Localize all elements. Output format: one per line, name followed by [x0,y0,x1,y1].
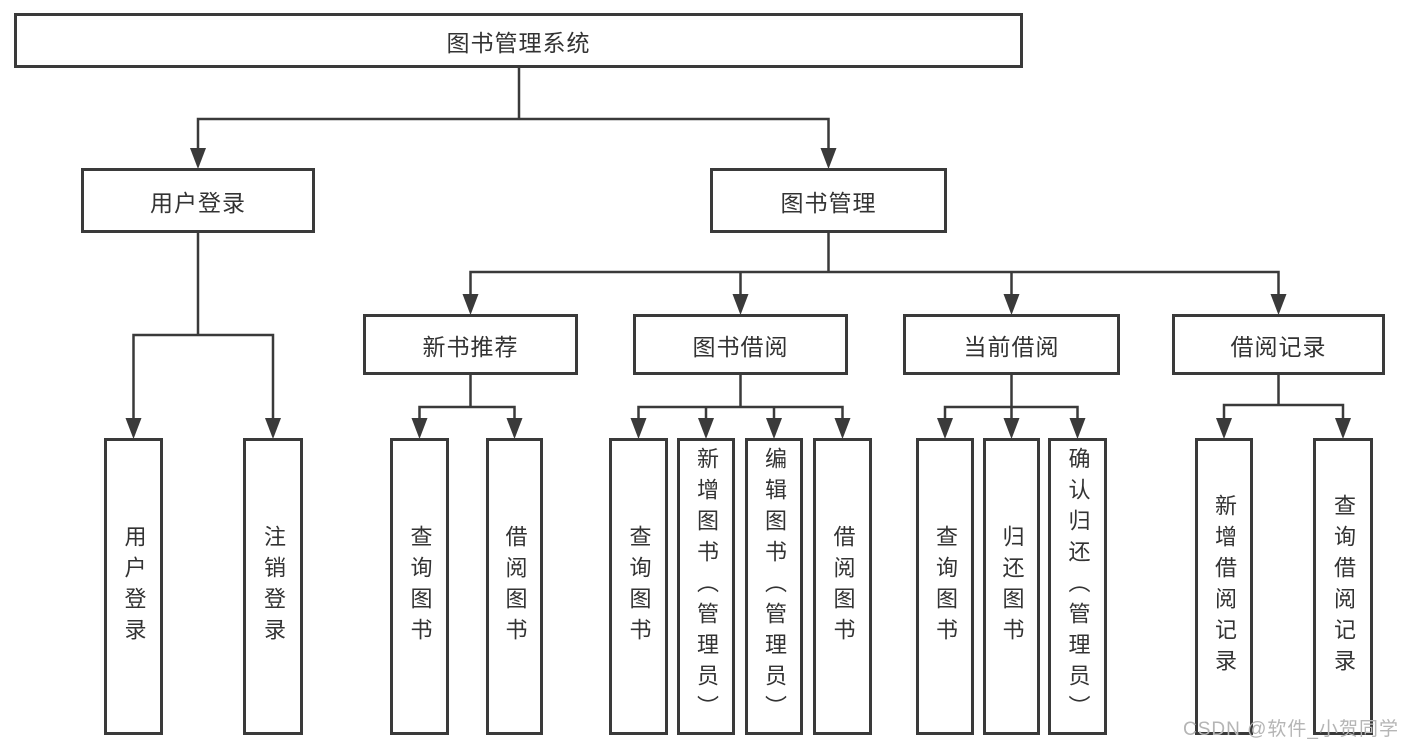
arrowhead-down-icon [732,294,749,315]
arrowhead-down-icon [1270,294,1287,315]
arrowhead-down-icon [937,418,953,439]
arrowhead-down-icon [265,418,281,439]
leaf-return-books: 归还图书 [983,438,1040,735]
leaf-current-query-books: 查询图书 [916,438,974,735]
watermark: CSDN @软件_小贺同学 [1183,719,1399,740]
leaf-add-borrow-record: 新增借阅记录 [1195,438,1253,735]
arrowhead-down-icon [834,418,851,439]
leaf-borrow-query-books: 查询图书 [609,438,668,735]
arrowhead-down-icon [1069,418,1086,439]
node-current-borrow: 当前借阅 [903,314,1120,375]
arrowhead-down-icon [1335,418,1351,439]
connector-current-borrow-to-children [937,373,1086,439]
connector-book-borrow-to-children [630,373,851,439]
connector-new-book-rec-to-children [411,373,523,439]
connector-user-login-to-children [125,231,281,439]
leaf-user-login: 用户登录 [104,438,163,735]
leaf-edit-books-admin: 编辑图书（管理员） [745,438,803,735]
arrowhead-down-icon [1003,294,1020,315]
arrowhead-down-icon [190,148,206,169]
node-borrow-records: 借阅记录 [1172,314,1385,375]
node-book-borrow: 图书借阅 [633,314,848,375]
leaf-borrow-books: 借阅图书 [813,438,872,735]
arrowhead-down-icon [506,418,523,439]
connector-root-to-level2 [190,66,837,169]
node-user-login: 用户登录 [81,168,315,233]
arrowhead-down-icon [698,418,714,439]
leaf-logout: 注销登录 [243,438,303,735]
leaf-recommend-query-books: 查询图书 [390,438,449,735]
leaf-query-borrow-record: 查询借阅记录 [1313,438,1373,735]
arrowhead-down-icon [766,418,782,439]
connector-borrow-records-to-children [1216,373,1351,439]
arrowhead-down-icon [1003,418,1020,439]
leaf-add-books-admin: 新增图书（管理员） [677,438,735,735]
arrowhead-down-icon [630,418,647,439]
node-root: 图书管理系统 [14,13,1023,68]
leaf-recommend-borrow-books: 借阅图书 [486,438,543,735]
connector-book-mgmt-to-level3 [462,231,1287,315]
arrowhead-down-icon [411,418,428,439]
leaf-confirm-return-admin: 确认归还（管理员） [1048,438,1107,735]
arrowhead-down-icon [820,148,837,169]
node-new-book-recommend: 新书推荐 [363,314,578,375]
arrowhead-down-icon [125,418,142,439]
arrowhead-down-icon [462,294,479,315]
node-book-management: 图书管理 [710,168,947,233]
arrowhead-down-icon [1216,418,1232,439]
